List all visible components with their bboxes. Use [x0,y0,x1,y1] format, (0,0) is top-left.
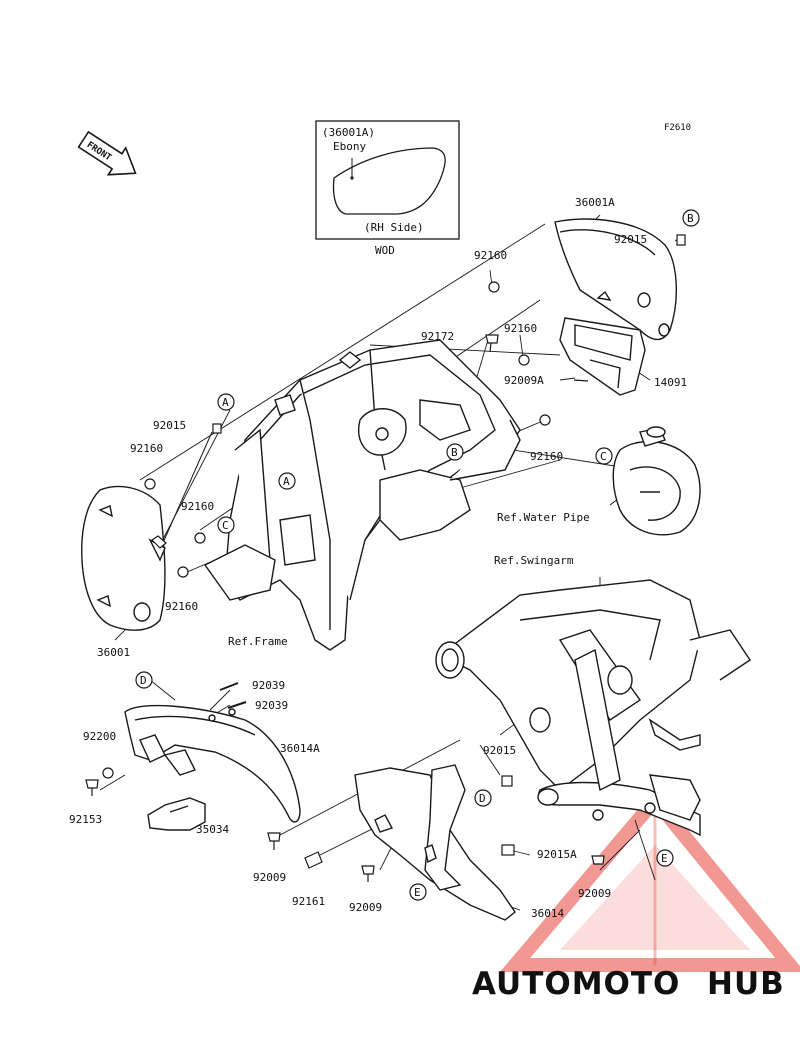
part-36014-shape [354,764,516,921]
grommet-92160-e [194,532,206,544]
part-36001A-shape [554,218,678,341]
label-ref-frame: Ref.Frame [228,635,288,648]
label-92153: 92153 [69,813,102,826]
label-92009A: 92009A [504,374,544,387]
grommet-92160-f [177,566,189,578]
label-92172: 92172 [421,330,454,343]
bolt-92009-c [591,855,605,865]
label-ref-water-pipe: Ref.Water Pipe [497,511,590,524]
pad-92161 [304,851,323,869]
clip-92039-a [219,682,239,691]
grommet-92160-a [488,281,500,293]
watermark-logo [499,789,800,972]
watermark-hub: HUB [707,966,785,1002]
label-36014: 36014 [531,907,564,920]
grommet-92160-d [144,478,156,490]
watermark-text: AUTOMOTO HUB [472,966,785,1002]
grommet-92160-b [518,354,530,366]
part-36001-shape [81,485,166,631]
washer-92200 [102,767,114,779]
inset-side: (RH Side) [364,221,424,234]
callout-b-top: B [687,212,694,225]
label-92015-top: 92015 [614,233,647,246]
color-inset: (36001A) Ebony (RH Side) WOD [315,120,460,257]
callout-letters: B A A B C C D D E E [140,212,694,899]
label-92015-mid: 92015 [483,744,516,757]
callout-a-left: A [222,396,229,409]
callout-e-right: E [661,852,668,865]
swingarm-drawing [435,579,751,837]
label-92039-b: 92039 [255,699,288,712]
label-92039-a: 92039 [252,679,285,692]
grommet-92160-c [539,414,551,426]
inset-caption: WOD [375,244,395,257]
part-14091-shape [559,317,646,396]
label-92160-a: 92160 [474,249,507,262]
label-92009-b: 92009 [349,901,382,914]
label-92160-e: 92160 [181,500,214,513]
callout-e-lower: E [414,886,421,899]
spacer-92015-left [212,423,222,434]
label-92009-c: 92009 [578,887,611,900]
front-direction-arrow: FRONT [77,130,137,176]
callout-c-right: C [600,450,607,463]
part-36014A-shape [124,704,301,823]
callout-d-upper: D [140,674,147,687]
inset-side-cover-outline [332,147,446,215]
spacer-92015-mid [501,775,513,787]
label-ref-swingarm: Ref.Swingarm [494,554,574,567]
frame-drawing [203,339,521,651]
label-92160-b: 92160 [504,322,537,335]
inset-color: Ebony [333,140,366,153]
part-labels: 36001A 92015 92160 92172 92160 92009A 14… [69,196,687,920]
inset-part-number: (36001A) [322,126,375,139]
watermark-automoto: AUTOMOTO [472,966,680,1002]
callout-d-lower: D [479,792,486,805]
label-92160-d: 92160 [130,442,163,455]
callout-a-frame: A [283,475,290,488]
clip-92039-b [227,701,247,709]
callout-b-frame: B [451,446,458,459]
label-92160-f: 92160 [165,600,198,613]
water-pipe-assembly [612,426,701,536]
label-92161: 92161 [292,895,325,908]
label-92009-a: 92009 [253,871,286,884]
label-92160-c: 92160 [530,450,563,463]
part-35034-shape [147,797,206,831]
label-36001: 36001 [97,646,130,659]
spacer-92015-top [676,234,686,246]
callout-c-left: C [222,519,229,532]
hardware-parts [85,234,686,882]
bolt-92172 [485,334,499,353]
callouts [135,209,700,901]
label-36001A: 36001A [575,196,615,209]
label-36014A: 36014A [280,742,320,755]
figure-code: F2610 [664,123,691,133]
label-92200: 92200 [83,730,116,743]
label-14091: 14091 [654,376,687,389]
label-92015-left: 92015 [153,419,186,432]
label-35034: 35034 [196,823,229,836]
bolt-92153 [85,779,99,796]
bolt-92009-a [267,832,281,850]
label-92015A: 92015A [537,848,577,861]
screw-92009A [573,379,589,382]
bolt-92009-b [361,865,375,882]
spacer-92015A [501,844,515,856]
